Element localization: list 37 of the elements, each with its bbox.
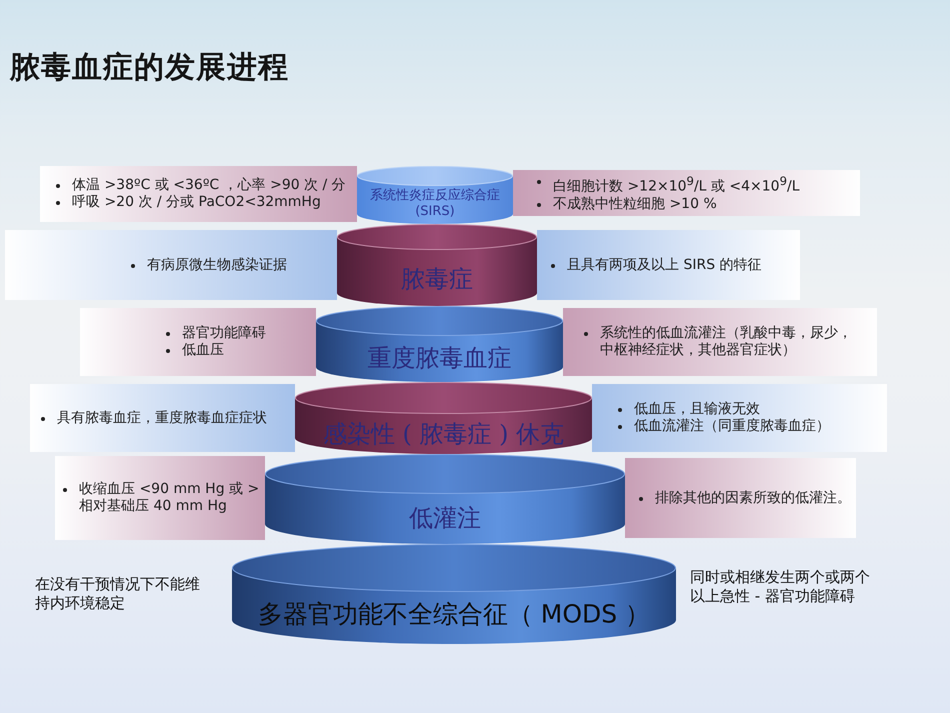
tier-label: 系统性炎症反应综合症 (SIRS) xyxy=(369,188,501,220)
bullet-text: 有病原微生物感染证据 xyxy=(125,256,287,274)
gradient-band xyxy=(625,458,856,538)
slide-title: 脓毒血症的发展进程 xyxy=(10,50,289,86)
bullet-text: 低血压 xyxy=(160,342,224,359)
gradient-band xyxy=(537,230,800,300)
tier-label: 低灌注 xyxy=(409,503,481,533)
cylinder-tier xyxy=(265,454,625,544)
gradient-band xyxy=(592,384,887,452)
tier-label: 脓毒症 xyxy=(401,264,473,294)
side-note: 在没有干预情况下不能维持内环境稳定 xyxy=(35,575,201,613)
bullet-text: 呼吸 >20 次 / 分或 PaCO2<32mmHg xyxy=(50,194,321,211)
tier-label: 重度脓毒血症 xyxy=(368,343,512,373)
bullet-text: 白细胞计数 >12×10$^{9}$/L 或 <4×10$^{9}$/L xyxy=(531,173,800,196)
gradient-band xyxy=(563,308,877,376)
gradient-band xyxy=(55,456,265,540)
gradient-band xyxy=(30,384,295,452)
bullet-text: 体温 >38ºC 或 <36ºC ，心率 >90 次 / 分 xyxy=(50,177,346,194)
bullet-text: 具有脓毒血症，重度脓毒血症症状 xyxy=(35,410,267,426)
cylinder-tier xyxy=(232,544,676,644)
cylinder-tier xyxy=(295,382,592,454)
bullet-text: 低血流灌注（同重度脓毒血症） xyxy=(612,418,830,435)
tier-label: 感染性 ( 脓毒症 ) 休克 xyxy=(322,419,564,449)
tier-label: 多器官功能不全综合征（ MODS ） xyxy=(258,598,650,630)
bullet-text: 排除其他的因素所致的低灌注。 xyxy=(633,490,851,506)
bullet-text: 不成熟中性粒细胞 >10 % xyxy=(531,196,717,213)
bullet-text: 且具有两项及以上 SIRS 的特征 xyxy=(545,256,762,274)
bullet-text: 收缩血压 <90 mm Hg 或 > 相对基础压 40 mm Hg xyxy=(57,481,262,515)
bullet-text: 系统性的低血流灌注（乳酸中毒，尿少，中枢神经症状，其他器官症状） xyxy=(578,325,863,359)
cylinder-tier xyxy=(337,224,537,306)
bullet-text: 器官功能障碍 xyxy=(160,325,266,342)
cylinder-tier xyxy=(357,166,513,224)
side-note: 同时或相继发生两个或两个以上急性 - 器官功能障碍 xyxy=(690,568,870,606)
cylinder-tier xyxy=(316,306,563,382)
bullet-text: 低血压，且输液无效 xyxy=(612,401,760,418)
gradient-band xyxy=(80,308,316,376)
gradient-band xyxy=(5,230,337,300)
